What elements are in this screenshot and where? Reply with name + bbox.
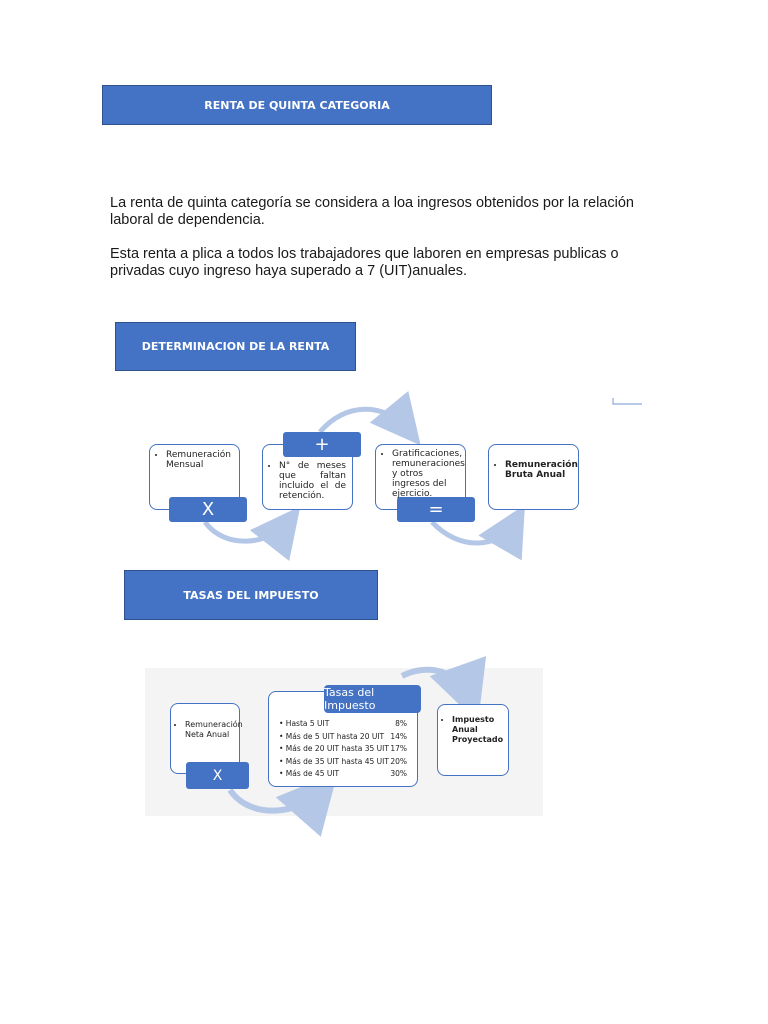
section-title-tasas: TASAS DEL IMPUESTO: [183, 588, 319, 602]
main-title: RENTA DE QUINTA CATEGORIA: [204, 98, 390, 112]
box-remuneracion-bruta-text: Remuneración Bruta Anual: [505, 460, 578, 480]
arrow-x-to-meses: [202, 506, 301, 562]
op-equals: =: [397, 497, 475, 522]
rate-range: • Más de 5 UIT hasta 20 UIT: [279, 731, 385, 741]
rate-value: 14%: [390, 731, 407, 741]
box-remuneracion-mensual-text: Remuneración Mensual: [166, 450, 233, 470]
box-gratificaciones-text: Gratificaciones, remuneraciones y otros …: [392, 449, 465, 499]
op-multiply-tasas: X: [186, 762, 249, 789]
rate-value: 20%: [390, 756, 407, 766]
box-remuneracion-neta-text: Remuneración Neta Anual: [185, 720, 243, 740]
rate-value: 30%: [390, 769, 407, 778]
op-plus-label: +: [314, 434, 330, 455]
rate-row: • Hasta 5 UIT 8%: [279, 718, 407, 731]
section-header-determinacion: DETERMINACION DE LA RENTA: [115, 322, 356, 371]
op-equals-label: =: [428, 499, 444, 520]
rates-list: • Hasta 5 UIT 8% • Más de 5 UIT hasta 20 U…: [279, 718, 407, 781]
scope-paragraph: Esta renta a plica a todos los trabajado…: [110, 246, 619, 279]
arrow-plus-to-gratif: [318, 390, 421, 446]
rate-range: • Más de 20 UIT hasta 35 UIT: [279, 744, 389, 753]
main-title-banner: RENTA DE QUINTA CATEGORIA: [102, 85, 492, 125]
box-impuesto-anual-text: Impuesto Anual Proyectado: [452, 715, 504, 745]
op-multiply-label: X: [201, 499, 215, 520]
box-impuesto-anual: Impuesto Anual Proyectado: [437, 704, 509, 776]
op-multiply-tasas-label: X: [212, 767, 223, 784]
rate-range: • Más de 35 UIT hasta 45 UIT: [279, 756, 389, 766]
section-header-tasas: TASAS DEL IMPUESTO: [124, 570, 378, 620]
rate-range: • Más de 45 UIT: [279, 769, 340, 778]
rate-value: 8%: [395, 719, 407, 728]
tasas-table-title: Tasas del Impuesto: [324, 686, 376, 712]
rate-row: • Más de 45 UIT 30%: [279, 768, 407, 781]
tasas-table-title-tab: Tasas del Impuesto: [324, 685, 421, 713]
section-title-determinacion: DETERMINACION DE LA RENTA: [141, 340, 330, 353]
rate-row: • Más de 5 UIT hasta 20 UIT 14%: [279, 731, 407, 744]
box-remuneracion-bruta: Remuneración Bruta Anual: [488, 444, 579, 510]
intro-paragraph: La renta de quinta categoría se consider…: [110, 195, 634, 228]
rate-value: 17%: [390, 744, 407, 753]
arrow-eq-to-bruta: [430, 504, 526, 561]
op-multiply: X: [169, 497, 247, 522]
box-numero-meses-text: N° de meses que faltan incluido el de re…: [279, 461, 346, 501]
op-plus: +: [283, 432, 361, 457]
rate-range: • Hasta 5 UIT: [279, 719, 330, 728]
